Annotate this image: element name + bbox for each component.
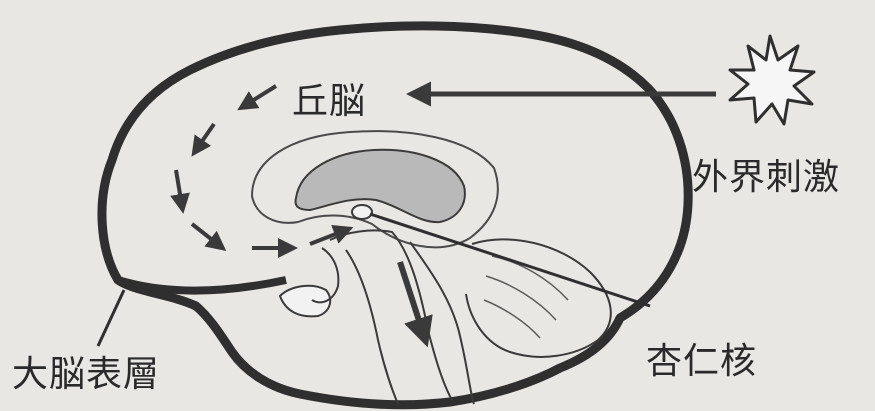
cortex-to-amygdala-arrow-2 xyxy=(310,230,346,244)
label-external-stimulus: 外界刺激 xyxy=(692,148,840,200)
cerebrum-outline xyxy=(102,26,688,405)
lower-boundary xyxy=(118,280,286,291)
thalamus-region xyxy=(296,150,465,222)
pituitary-lobes xyxy=(280,286,330,317)
label-amygdala: 杏仁核 xyxy=(646,332,757,384)
brainstem-inner xyxy=(346,250,398,404)
label-cerebral-cortex: 大脳表層 xyxy=(12,345,160,397)
cerebellum-outline xyxy=(466,239,611,357)
cerebellum-folds xyxy=(484,256,568,338)
label-thalamus: 丘脳 xyxy=(292,72,366,124)
amygdala-oval xyxy=(352,205,372,219)
thalamus-to-cortex-arrow-4 xyxy=(192,224,220,246)
thalamus-to-cortex-arrow-3 xyxy=(176,170,182,206)
thalamus-to-cortex-arrow-2 xyxy=(196,124,214,150)
brainstem-outline xyxy=(330,230,452,400)
thalamus-to-cortex-arrow-1 xyxy=(244,86,276,106)
eight-point-star-icon xyxy=(730,36,814,124)
cortex-pointer-line xyxy=(98,290,124,346)
